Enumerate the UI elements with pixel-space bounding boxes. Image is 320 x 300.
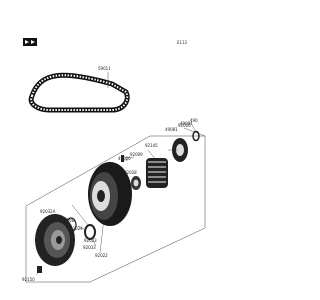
page-ref-label: E112 <box>177 40 188 45</box>
manual-book-icon <box>23 38 37 46</box>
pin <box>121 155 124 162</box>
part-label-92028: 92028 <box>124 170 137 175</box>
assembly-outline <box>25 135 206 283</box>
part-label-92026: 92026 <box>178 123 191 128</box>
part-label-49081: 49081 <box>165 127 178 132</box>
bushing-ring <box>84 224 96 240</box>
part-label-92023: 92023 <box>84 238 97 243</box>
bolt <box>37 266 42 273</box>
part-label-92145: 92145 <box>145 143 158 148</box>
spring <box>146 158 168 188</box>
leader-lines <box>35 124 197 276</box>
part-label-92032a: 92032A <box>40 209 56 214</box>
part-label-92009: 92009 <box>130 152 143 157</box>
part-label-92150: 92150 <box>22 277 35 282</box>
assembly-part-label: 49094 <box>180 121 193 126</box>
part-label-92023ab: 92023A/B <box>55 218 75 223</box>
part-label-49006: 49006 <box>118 156 131 161</box>
belt-part-label: 59011 <box>98 66 111 71</box>
part-label-92024: 92024 <box>70 226 83 231</box>
part-label-490: 490 <box>190 118 198 123</box>
driven-converter-parts-diagram: E112 59011 49094 <box>22 38 206 283</box>
collar <box>131 176 141 190</box>
drive-belt <box>28 72 130 113</box>
part-label-92033: 92033 <box>83 245 96 250</box>
cam <box>172 138 188 162</box>
driven-pulley <box>88 162 132 226</box>
washer-right <box>192 130 200 142</box>
part-label-92022: 92022 <box>95 253 108 258</box>
fixed-sheave <box>35 214 75 266</box>
